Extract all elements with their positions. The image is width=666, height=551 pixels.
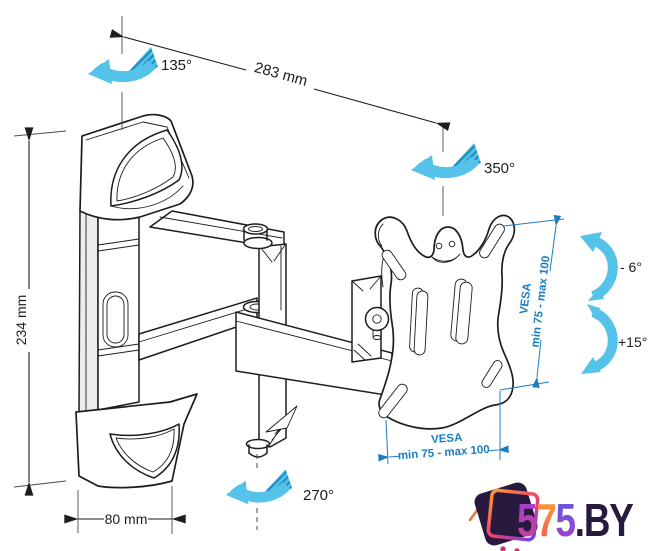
vesa-bottom-title: VESA — [431, 432, 463, 446]
elbow-cap-nut — [242, 223, 273, 250]
brand-digit-3: 5 — [556, 494, 575, 546]
tilt-up-arrow-icon — [580, 232, 618, 301]
cart-logo-icon — [468, 482, 540, 551]
rotation-350: 350° — [411, 143, 515, 180]
tilt-down-arrow-icon — [581, 304, 618, 374]
rotation-270: 270° — [226, 454, 334, 530]
tilt-range: - 6° +15° — [580, 232, 647, 374]
articulating-arm — [138, 210, 393, 458]
swivel-elbow-label: 270° — [303, 487, 334, 504]
brand-suffix: .BY — [575, 494, 634, 546]
rotation-arrow-icon — [88, 47, 158, 84]
tilt-down-label: +15° — [618, 334, 647, 350]
vesa-bottom-range: min 75 - max 100 — [397, 444, 490, 462]
smiley-face — [431, 240, 461, 263]
rotation-arrow-icon — [411, 143, 481, 180]
bottom-pivot-pin — [245, 438, 271, 458]
depth-dimension-label: 283 mm — [252, 59, 309, 90]
rotation-arrow-icon — [226, 469, 293, 504]
brand-digit-1: 5 — [517, 494, 536, 546]
vesa-side-range: min 75 - max 100 — [529, 255, 552, 348]
dimension-width-80: 80 mm — [64, 486, 186, 534]
vesa-slots — [378, 223, 505, 419]
vesa-side-title: VESA — [518, 282, 534, 315]
bottom-cover-shell — [75, 393, 198, 489]
top-cover-shell — [79, 113, 194, 221]
wall-plate-column — [78, 208, 140, 413]
height-dimension-label: 234 mm — [13, 295, 29, 346]
brand-wordmark: 575.BY — [517, 494, 634, 546]
width-dimension-label: 80 mm — [105, 511, 148, 527]
brand-logo: 575.BY — [468, 482, 635, 551]
swivel-plate-label: 350° — [484, 160, 515, 177]
vesa-head — [351, 214, 516, 430]
rotation-135: 135° — [88, 47, 192, 84]
brand-digit-2: 7 — [536, 494, 555, 546]
dimension-height-234: 234 mm — [13, 127, 67, 496]
tilt-up-label: - 6° — [620, 259, 642, 275]
swivel-wall-label: 135° — [161, 57, 192, 74]
wall-bracket — [75, 113, 516, 489]
vesa-plate — [374, 214, 516, 430]
